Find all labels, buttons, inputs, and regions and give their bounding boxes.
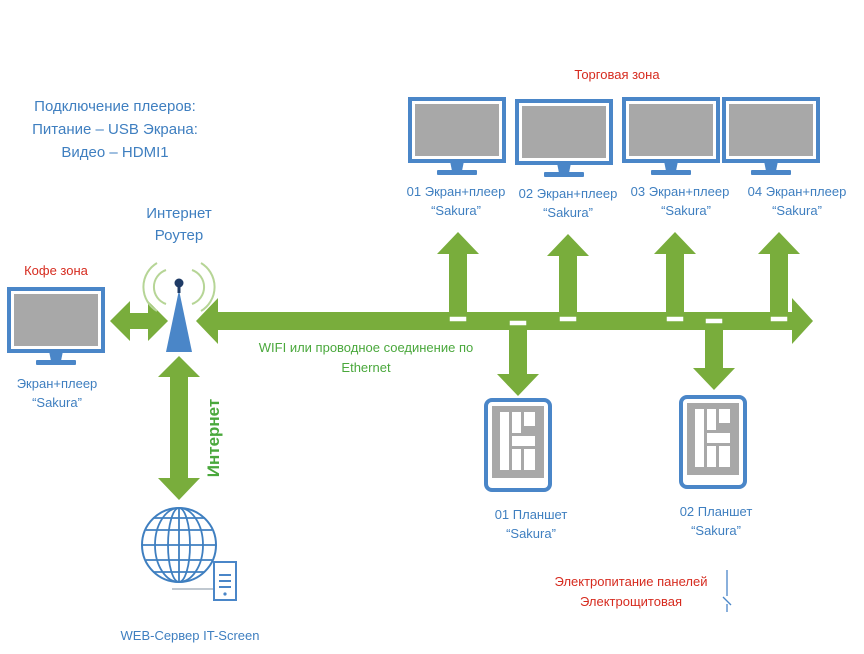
network-bus-arrow	[196, 298, 813, 344]
router-label-line-2: Роутер	[155, 227, 203, 244]
monitor-01-icon	[408, 97, 506, 177]
monitor-01-label: 01 Экран+плеер “Sakura”	[407, 184, 506, 218]
svg-text:02 Планшет: 02 Планшет	[680, 504, 753, 519]
monitor-02-icon	[515, 99, 613, 179]
svg-text:01 Экран+плеер: 01 Экран+плеер	[407, 184, 506, 199]
cafe-zone-label: Кофе зона	[24, 263, 89, 278]
info-line-2: Питание – USB Экрана:	[32, 121, 198, 138]
monitor-01-connector	[448, 315, 468, 323]
monitor-03-arrow	[654, 232, 696, 314]
svg-text:“Sakura”: “Sakura”	[772, 203, 822, 218]
monitor-03-icon	[622, 97, 720, 177]
monitor-03-connector	[665, 315, 685, 323]
tablet-01-icon	[484, 398, 552, 492]
link-label-line-2: Ethernet	[341, 360, 391, 375]
cafe-monitor-icon	[7, 287, 105, 367]
svg-text:“Sakura”: “Sakura”	[543, 205, 593, 220]
svg-text:“Sakura”: “Sakura”	[431, 203, 481, 218]
tablet-02-icon	[679, 395, 747, 489]
monitor-02-label: 02 Экран+плеер “Sakura”	[519, 186, 618, 220]
svg-text:“Sakura”: “Sakura”	[506, 526, 556, 541]
info-text: Подключение плееров: Питание – USB Экран…	[32, 98, 198, 161]
svg-text:“Sakura”: “Sakura”	[661, 203, 711, 218]
monitor-04-icon	[722, 97, 820, 177]
monitor-01-arrow	[437, 232, 479, 314]
internet-link-arrow	[158, 356, 200, 500]
monitor-02-connector	[558, 315, 578, 323]
svg-text:“Sakura”: “Sakura”	[32, 395, 82, 410]
svg-text:04 Экран+плеер: 04 Экран+плеер	[748, 184, 847, 199]
monitor-04-label: 04 Экран+плеер “Sakura”	[748, 184, 847, 218]
tablet-02-label: 02 Планшет “Sakura”	[680, 504, 753, 538]
info-line-1: Подключение плееров:	[34, 98, 196, 115]
svg-text:Экран+плеер: Экран+плеер	[17, 376, 98, 391]
internet-vertical-label: Интернет	[204, 399, 223, 477]
router-label-line-1: Интернет	[146, 205, 212, 222]
power-label-line-2: Электрощитовая	[580, 594, 682, 609]
server-icon	[172, 561, 237, 601]
svg-text:03 Экран+плеер: 03 Экран+плеер	[631, 184, 730, 199]
info-line-3: Видео – HDMI1	[61, 144, 168, 161]
monitor-04-connector	[769, 315, 789, 323]
svg-text:02 Экран+плеер: 02 Экран+плеер	[519, 186, 618, 201]
monitor-03-label: 03 Экран+плеер “Sakura”	[631, 184, 730, 218]
link-label-line-1: WIFI или проводное соединение по	[259, 340, 473, 355]
svg-text:“Sakura”: “Sakura”	[691, 523, 741, 538]
monitor-02-arrow	[547, 234, 589, 316]
globe-icon	[141, 507, 217, 583]
power-switch-icon	[722, 570, 732, 612]
tablet-01-label: 01 Планшет “Sakura”	[495, 507, 568, 541]
tablet-02-connector	[704, 317, 724, 325]
trade-zone-label: Торговая зона	[574, 67, 660, 82]
svg-text:01 Планшет: 01 Планшет	[495, 507, 568, 522]
power-label-line-1: Электропитание панелей	[555, 574, 708, 589]
server-label: WEB-Сервер IT-Screen	[121, 628, 260, 643]
tablet-01-connector	[508, 319, 528, 327]
router-icon	[142, 262, 216, 352]
cafe-monitor-label: Экран+плеер “Sakura”	[17, 376, 98, 410]
cafe-link-arrow	[110, 301, 168, 341]
